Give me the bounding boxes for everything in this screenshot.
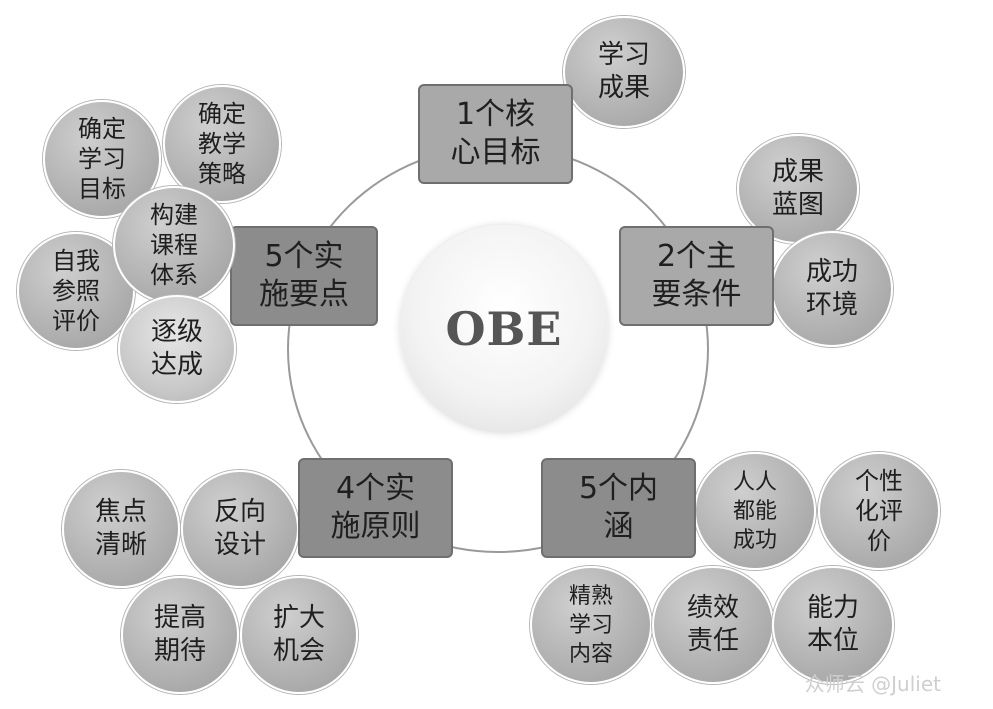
center-label: OBE <box>445 302 563 356</box>
bubble-raise-expectations: 提高 期待 <box>121 576 239 694</box>
bubble-focus-clarity: 焦点 清晰 <box>62 470 180 588</box>
bubble-determine-teaching-strategy: 确定 教学 策略 <box>163 85 281 203</box>
bubble-learning-outcomes: 学习 成果 <box>563 16 685 128</box>
center-node-obe: OBE <box>400 225 608 433</box>
bubble-performance-responsibility: 绩效 责任 <box>652 566 774 684</box>
node-implementation-principles: 4个实 施原则 <box>298 458 453 558</box>
bubble-determine-learning-goals: 确定 学习 目标 <box>43 100 161 218</box>
bubble-reverse-design: 反向 设计 <box>181 470 299 588</box>
watermark: 众师云 @Juliet <box>804 672 941 696</box>
bubble-success-environment: 成功 环境 <box>771 231 893 347</box>
bubble-competence-based: 能力 本位 <box>772 566 894 684</box>
bubble-everyone-can-succeed: 人人 都能 成功 <box>694 452 816 570</box>
bubble-personalized-evaluation: 个性 化评 价 <box>818 452 940 570</box>
node-connotations: 5个内 涵 <box>541 458 696 558</box>
node-main-conditions: 2个主 要条件 <box>619 226 774 326</box>
bubble-progressive-achievement: 逐级 达成 <box>118 295 236 403</box>
bubble-build-curriculum-system: 构建 课程 体系 <box>113 186 235 304</box>
node-core-goal: 1个核 心目标 <box>418 84 573 184</box>
node-implementation-points: 5个实 施要点 <box>230 226 378 326</box>
bubble-proficient-learning-content: 精熟 学习 内容 <box>530 566 652 684</box>
bubble-expand-opportunities: 扩大 机会 <box>240 576 358 694</box>
